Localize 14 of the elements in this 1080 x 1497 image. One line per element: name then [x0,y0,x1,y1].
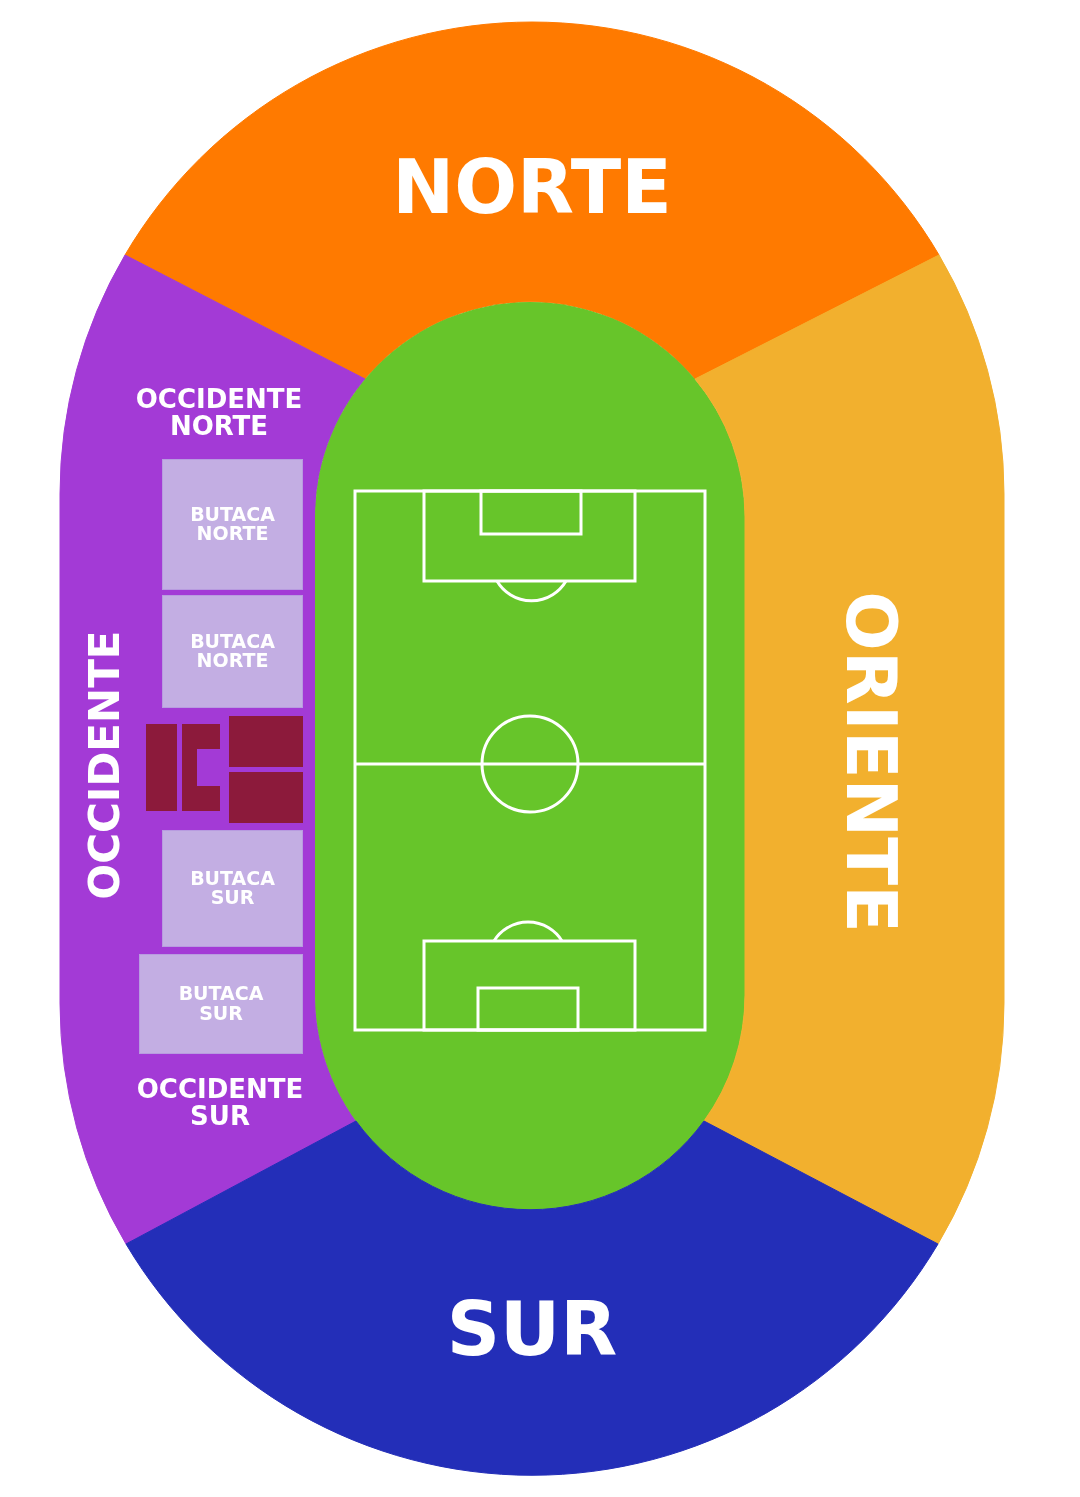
seating-block [139,954,303,1054]
section-label: ORIENTE [833,591,907,933]
section-label: SUR [446,1291,618,1369]
section-label: NORTE [392,149,672,227]
section-label: BUTACA NORTE [190,631,275,672]
section-label: OCCIDENTE [82,630,128,900]
section-label: OCCIDENTE SUR [136,1075,304,1131]
section-label: BUTACA SUR [178,984,264,1024]
section-label: BUTACA NORTE [190,504,275,545]
section-label: BUTACA SUR [190,868,275,909]
section-label: OCCIDENTE NORTE [135,385,303,441]
seating-block [162,830,303,947]
seating-block [162,459,303,590]
seating-block [162,595,303,708]
